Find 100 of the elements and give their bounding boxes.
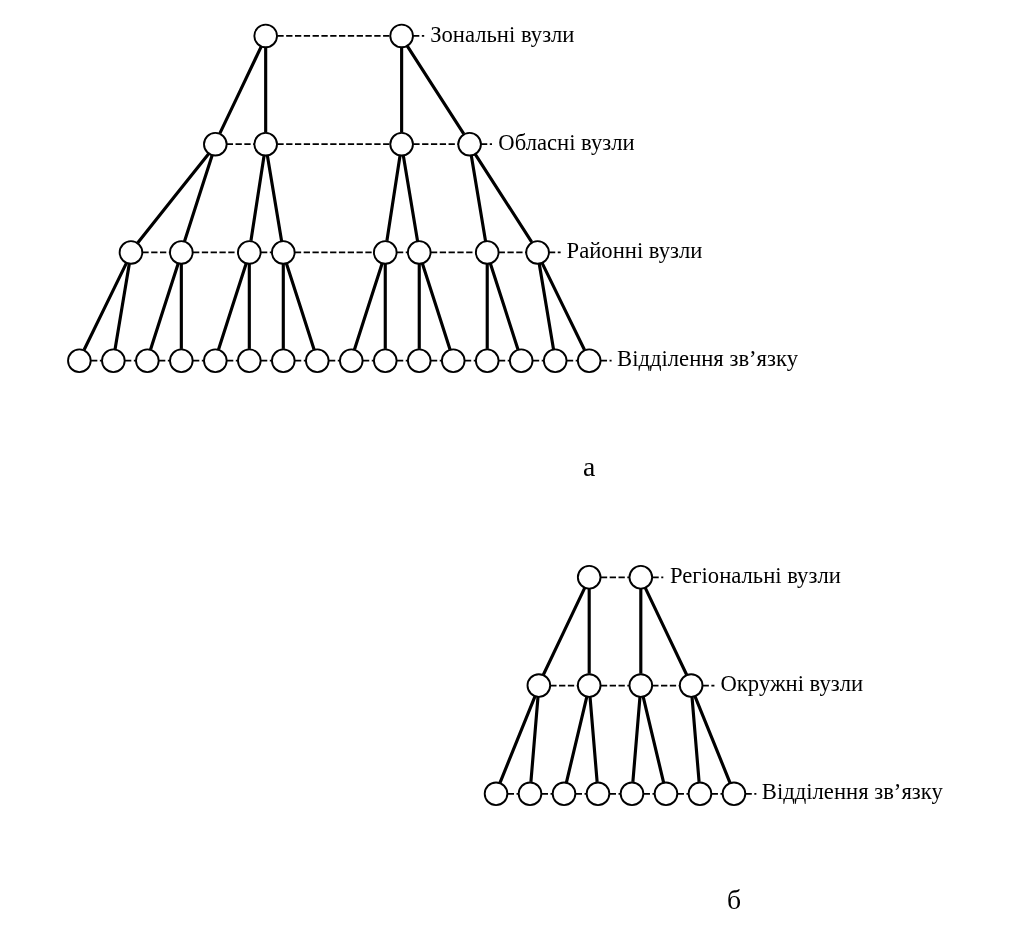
node-circle (372, 348, 398, 373)
node-circle (456, 131, 482, 157)
node-circle (406, 240, 432, 265)
connector (710, 792, 723, 795)
connector (293, 251, 374, 254)
node-circle (619, 781, 644, 807)
connector (469, 155, 487, 242)
node-circle (304, 348, 330, 373)
node-circle (576, 348, 601, 373)
node-circle (388, 23, 414, 49)
connector (395, 359, 409, 362)
node-circle (236, 240, 262, 265)
connector (182, 154, 214, 242)
connector (112, 263, 131, 350)
connector (157, 359, 171, 362)
connector (587, 696, 599, 783)
connector (327, 359, 341, 362)
connector (276, 143, 391, 146)
node-circle (721, 781, 746, 807)
node-text: Зональні вузли (429, 21, 574, 47)
node-circle (168, 348, 194, 373)
node-text: Відділення зв’язку (616, 346, 798, 372)
connector (259, 251, 273, 254)
connector (564, 696, 588, 783)
connector (641, 696, 665, 783)
connector (488, 263, 519, 350)
label: б (726, 884, 741, 916)
node-circle (134, 348, 160, 373)
connector (259, 359, 273, 362)
connector (411, 143, 459, 146)
connector (395, 251, 409, 254)
connector (599, 684, 630, 687)
connector (248, 155, 266, 241)
connector (599, 359, 612, 362)
connector (548, 684, 578, 687)
connector (263, 47, 267, 133)
connector (638, 588, 642, 674)
connector (399, 47, 403, 133)
node-circle (508, 348, 533, 373)
node-circle (270, 240, 296, 265)
connector (642, 792, 655, 795)
connector (689, 696, 701, 783)
connector (497, 359, 511, 362)
connector (216, 263, 248, 350)
node-circle (517, 781, 542, 807)
node-text: Районні вузли (566, 238, 702, 264)
connector (630, 696, 642, 783)
connector (473, 153, 533, 243)
node-text: Регіональні вузли (669, 562, 841, 588)
connector (587, 588, 591, 674)
node-circle (270, 348, 296, 373)
connector (541, 587, 586, 676)
connector (405, 45, 465, 135)
connector (361, 359, 375, 362)
connector (565, 359, 579, 362)
node-circle (406, 348, 432, 373)
connector (537, 263, 555, 350)
connector (701, 684, 715, 687)
node-text: Окружні вузли (720, 671, 863, 697)
node-circle (524, 240, 550, 265)
node-circle (628, 673, 653, 698)
node-circle (440, 348, 465, 373)
connector (479, 143, 493, 146)
connector (401, 155, 419, 242)
connector (429, 359, 443, 362)
node-circle (483, 781, 508, 807)
node-circle (628, 565, 653, 590)
connector (293, 359, 307, 362)
connector (547, 251, 561, 254)
connector (123, 359, 137, 362)
node-circle (118, 240, 143, 265)
connector (497, 695, 536, 784)
connector (429, 251, 477, 254)
connector (608, 792, 621, 795)
node-circle (202, 348, 228, 373)
connector (540, 262, 586, 351)
connector (693, 695, 732, 784)
connector (531, 359, 545, 362)
connector (352, 263, 384, 350)
connector (463, 359, 477, 362)
node-circle (526, 673, 551, 698)
connector (191, 251, 239, 254)
connector (247, 263, 251, 349)
node-circle (576, 565, 601, 590)
node-circle (678, 673, 703, 698)
node-circle (202, 131, 228, 157)
connector (265, 155, 283, 242)
connector (497, 251, 527, 254)
connector (148, 263, 180, 350)
connector (82, 262, 128, 351)
connector (676, 792, 689, 795)
connector (650, 684, 680, 687)
node-circle (100, 348, 126, 373)
connector (485, 263, 489, 349)
node-circle (585, 781, 610, 807)
connector (574, 792, 587, 795)
connector (141, 251, 171, 254)
node-circle (576, 673, 601, 698)
node-circle (687, 781, 712, 807)
node-text: Відділення зв’язку (761, 779, 943, 805)
